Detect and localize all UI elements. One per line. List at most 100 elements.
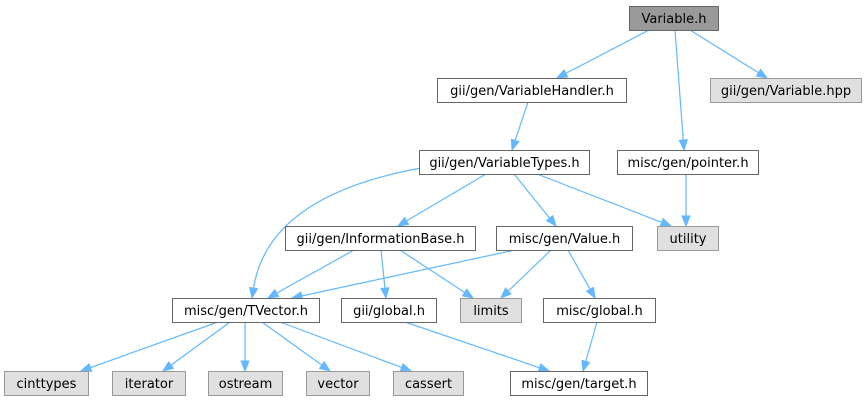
node-label: gii/gen/VariableTypes.h [429, 156, 579, 171]
node-box [437, 78, 627, 103]
arrowhead-icon [396, 216, 410, 227]
node-cinttypes: cinttypes [4, 371, 89, 396]
edge-line [276, 249, 355, 294]
node-limits: limits [460, 298, 522, 323]
node-variable-handler-h[interactable]: gii/gen/VariableHandler.h [437, 78, 627, 103]
node-box [341, 298, 437, 323]
node-box [510, 371, 648, 396]
edge-line [507, 249, 552, 292]
arrowhead-icon [681, 215, 691, 228]
arrowhead-icon [510, 138, 520, 152]
edge-variable_types_h-to-value_h [513, 173, 557, 228]
edge-line [261, 321, 323, 366]
arrowhead-icon [380, 287, 390, 300]
edge-value_h-to-limits [500, 249, 552, 299]
arrowhead-icon [461, 288, 475, 299]
edge-line [567, 249, 591, 290]
node-pointer-h[interactable]: misc/gen/pointer.h [617, 150, 759, 175]
node-tvector-h[interactable]: misc/gen/TVector.h [172, 298, 320, 323]
edge-line [279, 321, 402, 369]
edge-misc_global_h-to-target_h [581, 321, 598, 373]
node-label: Variable.h [641, 12, 706, 27]
edge-value_h-to-misc_global_h [567, 249, 596, 300]
node-variable-h: Variable.h [629, 6, 719, 31]
node-label: limits [473, 304, 509, 319]
edge-tvector_h-to-ostream [240, 322, 250, 373]
arrowhead-icon [248, 286, 259, 300]
node-label: gii/global.h [353, 304, 425, 319]
node-layer: Variable.h gii/gen/VariableHandler.h gii/g… [4, 6, 862, 396]
node-label: iterator [125, 377, 174, 392]
edge-line [399, 249, 465, 294]
node-box [629, 6, 719, 31]
edge-line [689, 29, 759, 74]
node-label: misc/gen/pointer.h [627, 156, 748, 171]
node-box [419, 150, 590, 175]
node-utility: utility [657, 226, 719, 251]
node-label: gii/gen/InformationBase.h [296, 232, 464, 247]
edge-gii_global_h-to-target_h [404, 321, 551, 373]
arrowhead-icon [240, 360, 250, 373]
edge-tvector_h-to-iterator [161, 321, 231, 372]
edge-information_base_h-to-gii_global_h [380, 249, 390, 300]
edge-line [674, 29, 684, 141]
node-box [172, 298, 320, 323]
edge-line [301, 249, 516, 297]
node-label: vector [317, 377, 359, 392]
arrowhead-icon [537, 363, 551, 373]
arrowhead-icon [585, 286, 596, 300]
edge-line [536, 173, 662, 223]
edge-line [513, 173, 551, 219]
node-label: cinttypes [17, 377, 77, 392]
edge-variable_h-to-pointer_h [674, 29, 688, 152]
node-misc-global-h[interactable]: misc/global.h [543, 298, 656, 323]
node-variable-types-h[interactable]: gii/gen/VariableTypes.h [419, 150, 590, 175]
node-box [460, 298, 522, 323]
node-label: misc/gen/TVector.h [184, 304, 308, 319]
node-target-h[interactable]: misc/gen/target.h [510, 371, 648, 396]
node-box [285, 226, 476, 251]
edge-line [90, 321, 219, 369]
node-cassert: cassert [393, 371, 464, 396]
edge-line [404, 321, 540, 369]
arrowhead-icon [555, 68, 569, 79]
arrowhead-icon [545, 214, 557, 228]
edge-variable_types_h-to-tvector_h [248, 167, 422, 300]
arrowhead-icon [318, 361, 332, 372]
edge-line [514, 101, 529, 141]
node-vector: vector [306, 371, 370, 396]
node-variable-hpp: gii/gen/Variable.hpp [710, 78, 862, 103]
node-information-base-h[interactable]: gii/gen/InformationBase.h [285, 226, 476, 251]
edge-tvector_h-to-cinttypes [79, 321, 219, 372]
node-box [4, 371, 89, 396]
edge-layer [79, 29, 769, 373]
arrowhead-icon [161, 360, 175, 372]
node-box [208, 371, 283, 396]
node-gii-global-h[interactable]: gii/global.h [341, 298, 437, 323]
node-box [617, 150, 759, 175]
arrowhead-icon [79, 363, 93, 372]
edge-variable_h-to-variable_hpp [689, 29, 769, 79]
node-label: misc/gen/Value.h [509, 232, 621, 247]
edge-line [380, 249, 386, 289]
node-label: misc/global.h [556, 304, 643, 319]
node-value-h[interactable]: misc/gen/Value.h [496, 226, 633, 251]
arrowhead-icon [659, 217, 673, 227]
edge-information_base_h-to-limits [399, 249, 475, 299]
edge-line [406, 173, 487, 222]
node-box [496, 226, 633, 251]
edge-variable_h-to-variable_handler_h [555, 29, 650, 79]
arrowhead-icon [266, 288, 280, 299]
edge-line [585, 321, 598, 362]
node-label: ostream [219, 377, 273, 392]
node-ostream: ostream [208, 371, 283, 396]
edge-information_base_h-to-tvector_h [266, 249, 355, 299]
arrowhead-icon [500, 287, 512, 299]
node-box [112, 371, 186, 396]
edge-variable_handler_h-to-variable_types_h [510, 101, 529, 152]
edge-pointer_h-to-utility [681, 174, 691, 228]
edge-line [252, 167, 422, 289]
node-box [543, 298, 656, 323]
edge-value_h-to-tvector_h [290, 249, 516, 301]
